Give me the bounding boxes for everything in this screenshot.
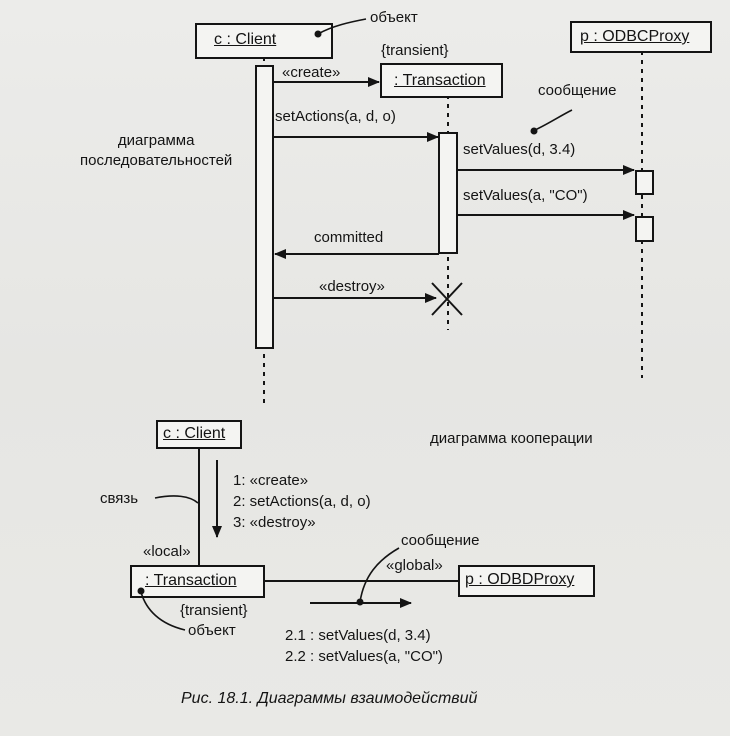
seq-message-label: сообщение [538,82,617,99]
collab-transaction-name: : Transaction [145,572,237,589]
collab-diagram-title: диаграмма кооперации [430,430,593,447]
collab-transaction-box [130,565,265,598]
seq-create-label: «create» [282,64,341,81]
collab-proxy-message-2: 2.2 : setValues(a, "CO") [285,648,443,665]
collab-message-label: сообщение [401,532,480,549]
collab-object-pointer [140,591,186,631]
collab-client-box [156,420,242,449]
collab-message-pointer [359,547,400,603]
collab-client-message-1: 1: «create» [233,472,309,489]
collab-client-name: c : Client [163,425,226,442]
figure-caption: Рис. 18.1. Диаграммы взаимодействий [181,690,478,707]
seq-diagram-title: диаграмма последовательностей [80,132,233,169]
transaction-activation [438,132,458,254]
seq-transaction-name: : Transaction [394,72,486,89]
client-object-box [195,23,333,59]
object-pointer [317,18,367,35]
seq-destroy-label: «destroy» [319,278,385,295]
client-activation [255,65,274,349]
collab-client-message-2: 2: setActions(a, d, o) [233,493,371,510]
link-pointer [154,495,199,504]
proxy-activation-1 [635,170,654,195]
seq-setvalues2-label: setValues(a, "CO") [463,187,588,204]
transaction-object-box [380,63,503,98]
seq-transient-label: {transient} [381,42,449,59]
seq-object-label: объект [370,9,418,26]
message-pointer [534,109,573,131]
collab-proxy-name: p : ODBDProxy [465,571,575,588]
collab-transient-label: {transient} [180,602,248,619]
collab-link-label: связь [100,490,139,507]
proxy-activation-2 [635,216,654,242]
proxy-object-box [570,21,712,53]
seq-client-name: c : Client [214,31,277,48]
seq-committed-label: committed [314,229,384,246]
collab-proxy-box [458,565,595,597]
collab-global-label: «global» [386,557,443,574]
collab-object-label: объект [188,622,236,639]
seq-proxy-name: p : ODBCProxy [580,28,690,45]
collab-client-message-3: 3: «destroy» [233,514,316,531]
collab-local-label: «local» [143,543,191,560]
collab-proxy-message-1: 2.1 : setValues(d, 3.4) [285,627,431,644]
seq-setactions-label: setActions(a, d, o) [275,108,396,125]
seq-setvalues1-label: setValues(d, 3.4) [463,141,576,158]
destroy-x-mark [431,282,463,316]
